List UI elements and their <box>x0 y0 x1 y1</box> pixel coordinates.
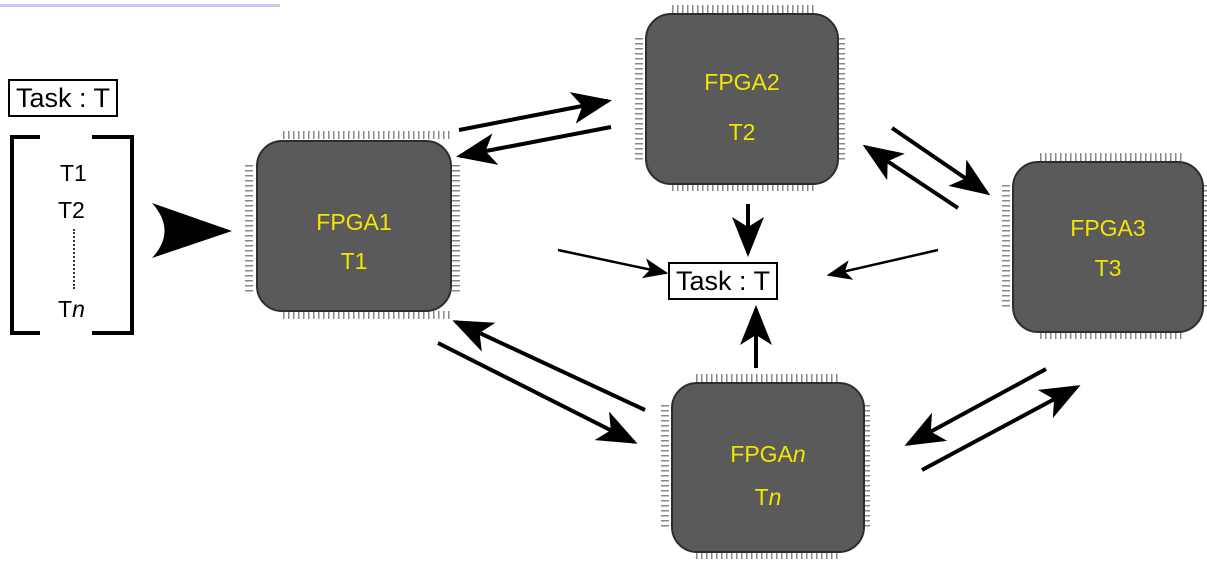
fpga2-pins-left <box>635 38 643 160</box>
fpga1-pins-left <box>245 165 253 295</box>
fpga2-task: T2 <box>728 119 756 145</box>
fpga1-pins-top <box>283 131 453 139</box>
fpga3-pins-bottom <box>1040 331 1185 339</box>
arrow-fpga2-to-fpga3 <box>890 126 991 196</box>
list-left-bracket <box>10 135 40 335</box>
fpga1-pins-bottom <box>283 311 453 319</box>
arrow-fpga3-to-fpgan <box>904 367 1047 446</box>
arrow-fpgan-to-fpga1 <box>452 320 646 412</box>
task-list-item-t1: T1 <box>60 160 87 186</box>
list-right-bracket <box>92 135 134 335</box>
task-list-ellipsis <box>73 229 75 289</box>
fpga3-name: FPGA3 <box>1070 215 1146 241</box>
fpga3-task: T3 <box>1094 255 1122 281</box>
arrow-fpga2-to-fpga1 <box>456 125 612 165</box>
top-accent-bar <box>0 4 280 7</box>
task-list-item-tn: Tn <box>58 296 85 322</box>
center-task-label: Task : T <box>668 262 779 300</box>
arrow-fpga1-to-center-task <box>557 248 669 279</box>
fpga2-chip: FPGA2 T2 <box>645 13 839 185</box>
fpgan-pins-bottom <box>696 551 839 559</box>
fpga3-chip: FPGA3 T3 <box>1012 161 1204 333</box>
fpga3-pins-left <box>1002 185 1010 310</box>
arrow-fpga1-to-fpga2 <box>458 92 612 132</box>
fpga2-pins-right <box>837 38 845 160</box>
arrow-fpga1-to-fpgan <box>437 341 638 444</box>
fpgan-pins-right <box>862 405 870 527</box>
fpgan-pins-top <box>696 374 839 382</box>
fpga3-pins-top <box>1040 153 1185 161</box>
task-list-item-t2: T2 <box>58 197 85 223</box>
arrow-fpga3-to-fpga2 <box>862 144 960 210</box>
task-label-top: Task : T <box>8 79 119 117</box>
fpgan-task: Tn <box>754 484 782 510</box>
dispatch-arrowhead <box>152 203 232 258</box>
arrow-fpgan-to-fpga3 <box>921 385 1081 472</box>
fpgan-pins-left <box>661 405 669 527</box>
fpga1-name: FPGA1 <box>316 209 392 235</box>
fpgan-name: FPGAn <box>730 441 806 467</box>
fpga1-pins-right <box>452 165 460 295</box>
fpgan-chip: FPGAn Tn <box>671 382 865 553</box>
fpga1-chip: FPGA1 T1 <box>256 140 452 312</box>
fpga2-pins-top <box>672 5 814 13</box>
arrow-fpga3-to-center-task <box>826 248 939 280</box>
fpga2-name: FPGA2 <box>704 69 780 95</box>
fpga2-pins-bottom <box>672 183 814 191</box>
fpga1-task: T1 <box>340 248 368 274</box>
